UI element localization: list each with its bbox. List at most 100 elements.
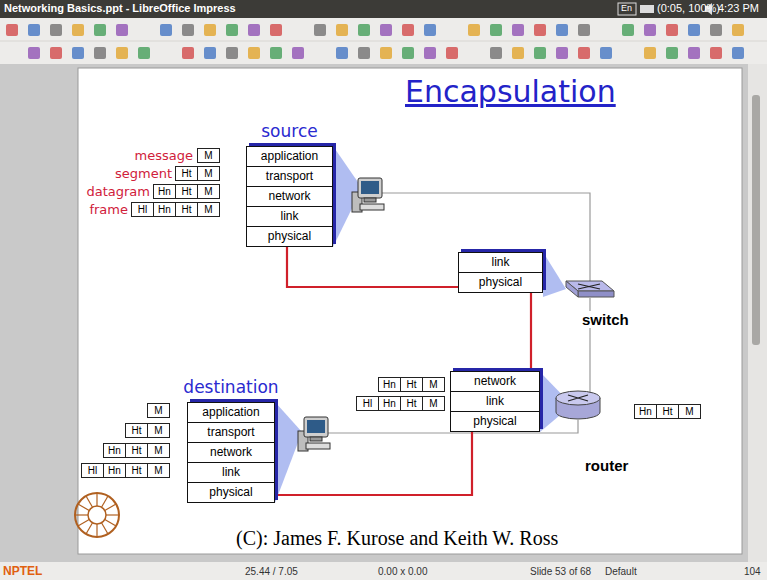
header-text: Hn — [158, 204, 171, 215]
toolbar-icon — [116, 47, 128, 59]
workspace — [0, 64, 767, 562]
protocol-layer: transport — [246, 166, 333, 187]
pdu-name: message — [135, 148, 193, 163]
toolbar-icon — [534, 47, 546, 59]
scrollbar — [748, 64, 767, 562]
header-text: Ht — [132, 465, 142, 476]
header-text: Hn — [108, 445, 121, 456]
title-bar — [0, 0, 767, 18]
toolbar-icon — [424, 24, 436, 36]
layer-name: transport — [266, 169, 313, 183]
nptel-logo — [75, 493, 119, 537]
link-beam — [543, 252, 566, 297]
toolbar-icon — [116, 24, 128, 36]
header-box: Hn — [153, 202, 176, 217]
header-box: M — [197, 184, 220, 199]
slide — [78, 68, 742, 554]
toolbar-icon — [226, 47, 238, 59]
wheel-spoke — [78, 520, 89, 527]
header-box: M — [147, 423, 170, 438]
toolbar-icon — [270, 47, 282, 59]
link-beam — [275, 402, 302, 503]
header-box: Ht — [125, 423, 148, 438]
header-box: Ht — [125, 443, 148, 458]
protocol-layer: transport — [187, 422, 275, 443]
toolbar-icon — [622, 24, 634, 36]
toolbar-icon — [688, 24, 700, 36]
toolbar-icon — [28, 24, 40, 36]
protocol-layer: link — [187, 462, 275, 483]
header-box: Ht — [175, 202, 198, 217]
header-box: M — [147, 403, 170, 418]
toolbar-icon — [270, 24, 282, 36]
protocol-layer: physical — [246, 226, 333, 247]
toolbar-icon — [358, 24, 370, 36]
computer-icon — [298, 417, 330, 451]
toolbar-icon — [534, 24, 546, 36]
toolbar-icon — [688, 47, 700, 59]
status-size: 0.00 x 0.00 — [378, 566, 427, 577]
toolbar-icon — [380, 47, 392, 59]
toolbar-icon — [732, 47, 744, 59]
toolbar-icon — [182, 24, 194, 36]
protocol-stack: linkphysical — [458, 252, 543, 293]
toolbar-icon — [204, 47, 216, 59]
wheel-spoke — [105, 520, 116, 527]
encapsulation-path — [287, 247, 458, 287]
header-box: M — [147, 443, 170, 458]
protocol-layer: physical — [187, 482, 275, 503]
header-text: M — [154, 465, 162, 476]
toolbar-icon — [248, 24, 260, 36]
layer-name: network — [474, 374, 516, 388]
pdu-name: segment — [115, 166, 172, 181]
toolbar-icon — [94, 47, 106, 59]
header-text: M — [204, 204, 212, 215]
status-layout: Default — [605, 566, 637, 577]
battery-icon — [640, 5, 654, 13]
header-text: M — [154, 425, 162, 436]
header-text: Hn — [158, 186, 171, 197]
header-box: Ht — [125, 463, 148, 478]
network-wire — [382, 193, 590, 283]
layer-name: application — [261, 149, 318, 163]
header-text: M — [204, 150, 212, 161]
toolbar-icon — [28, 47, 40, 59]
header-box: M — [197, 148, 220, 163]
toolbar-icon — [490, 47, 502, 59]
wheel-spoke — [75, 514, 88, 515]
protocol-layer: application — [246, 146, 333, 167]
encapsulation-path — [275, 432, 472, 495]
toolbar-icon — [226, 24, 238, 36]
header-text: Ht — [663, 406, 673, 417]
toolbar-icon — [666, 47, 678, 59]
header-box: Hn — [378, 377, 401, 392]
logo-text: NPTEL — [3, 564, 42, 578]
status-position: 25.44 / 7.05 — [245, 566, 298, 577]
header-text: M — [429, 398, 437, 409]
scroll-thumb — [752, 95, 760, 345]
toolbar-icon — [358, 47, 370, 59]
stack-heading: source — [206, 121, 373, 141]
toolbar-icon — [600, 47, 612, 59]
header-box: Hn — [103, 443, 126, 458]
header-box: Ht — [400, 377, 423, 392]
layer-name: physical — [473, 414, 516, 428]
wheel-spoke — [96, 493, 97, 506]
layer-name: network — [268, 189, 310, 203]
header-box: Hl — [356, 396, 379, 411]
pdu-name: frame — [89, 202, 128, 217]
keyboard-indicator — [618, 3, 636, 15]
toolbar-icon — [336, 47, 348, 59]
toolbar-icon — [72, 47, 84, 59]
header-box: Hl — [131, 202, 154, 217]
wheel-spoke — [86, 496, 93, 507]
toolbar-icon — [710, 24, 722, 36]
protocol-layer: physical — [458, 272, 543, 293]
toolbar-icon — [204, 24, 216, 36]
toolbar-icon — [380, 24, 392, 36]
toolbar-icon — [402, 47, 414, 59]
header-text: Hn — [639, 406, 652, 417]
header-text: Ht — [182, 186, 192, 197]
protocol-layer: physical — [450, 411, 540, 432]
status-zoom: 104 — [744, 566, 761, 577]
